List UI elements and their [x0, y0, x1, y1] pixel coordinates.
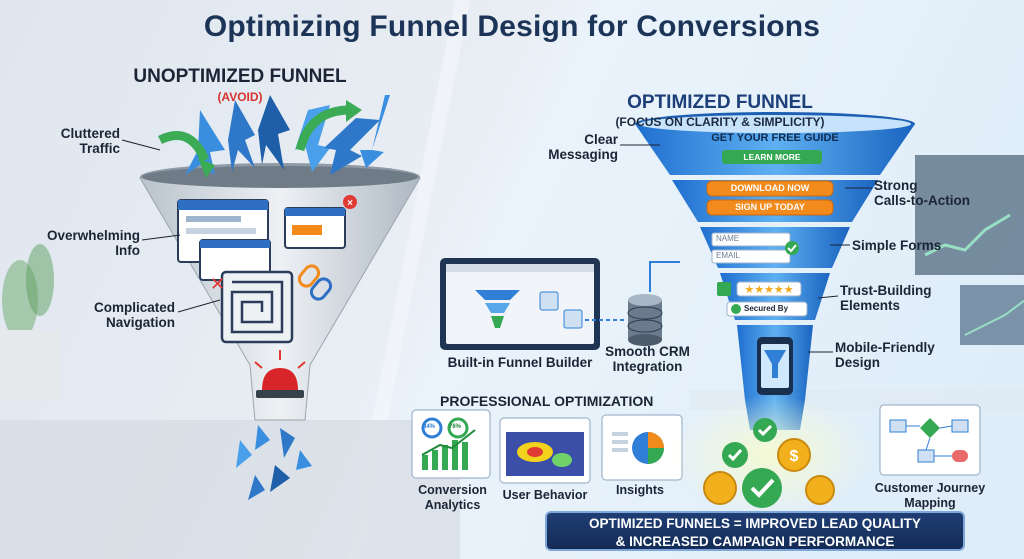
journey-map-card — [879, 404, 981, 476]
secured-badge: Secured By — [744, 304, 789, 313]
svg-text:×: × — [347, 198, 353, 209]
error-x-icon: ✕ — [210, 274, 225, 294]
download-now-button: DOWNLOAD NOW — [730, 183, 810, 193]
label-overwhelming-info: Overwhelming Info — [46, 228, 140, 258]
label-conversion-analytics: Conversion Analytics — [418, 483, 487, 512]
database-icon — [627, 294, 663, 346]
maze-icon — [220, 270, 294, 344]
label-funnel-builder: Built-in Funnel Builder — [447, 355, 593, 370]
desk — [0, 420, 460, 559]
stat-1: 84% — [423, 424, 436, 430]
summary-banner: OPTIMIZED FUNNELS = IMPROVED LEAD QUALIT… — [545, 511, 965, 551]
email-field: EMAIL — [716, 251, 741, 260]
sign-up-button: SIGN UP TODAY — [735, 202, 805, 212]
funnel-builder-window — [440, 258, 600, 350]
broken-shards-icon — [236, 425, 312, 500]
form-check-icon — [785, 241, 799, 255]
label-user-behavior: User Behavior — [502, 488, 588, 502]
label-trust-building: Trust-Building Elements — [840, 283, 932, 313]
monitor-decoration — [915, 155, 1024, 345]
connector-arrow — [649, 261, 680, 292]
signup-pill — [706, 199, 834, 216]
chaotic-arrows-icon — [157, 95, 390, 178]
analytics-card — [411, 409, 491, 479]
free-guide-text: GET YOUR FREE GUIDE — [711, 132, 839, 144]
lock-icon — [717, 282, 731, 296]
label-simple-forms: Simple Forms — [852, 238, 942, 253]
unoptimized-funnel: × ✕ — [139, 95, 421, 500]
page-title: Optimizing Funnel Design for Conversions — [203, 10, 821, 43]
label-crm-integration: Smooth CRM Integration — [605, 344, 690, 374]
label-insights: Insights — [616, 483, 664, 497]
heatmap-card — [499, 417, 591, 484]
avoid-subheading: (AVOID) — [217, 90, 263, 104]
professional-optimization-heading: PROFESSIONAL OPTIMIZATION — [440, 393, 654, 409]
alarm-light-icon — [254, 350, 306, 398]
download-pill — [706, 180, 834, 197]
star-rating-icon: ★★★★★ — [744, 284, 793, 296]
broken-link-icon — [297, 264, 333, 301]
learn-more-button: LEARN MORE — [743, 152, 801, 162]
label-mobile-friendly: Mobile-Friendly Design — [835, 340, 935, 370]
phone-icon — [757, 337, 793, 395]
coins-checks-icon: $ — [703, 418, 835, 508]
label-strong-cta: Strong Calls-to-Action — [874, 178, 970, 208]
label-cluttered-traffic: Cluttered Traffic — [60, 126, 120, 156]
optimized-subheading: (FOCUS ON CLARITY & SIMPLICITY) — [615, 115, 825, 129]
label-clear-messaging: Clear Messaging — [548, 132, 618, 162]
insights-card — [601, 414, 683, 481]
plant-decoration — [0, 244, 60, 400]
stat-2: 76% — [449, 424, 462, 430]
optimized-heading: OPTIMIZED FUNNEL — [627, 92, 813, 113]
shield-check-icon — [731, 304, 741, 314]
svg-text:$: $ — [790, 448, 799, 465]
name-field: NAME — [716, 234, 740, 243]
label-customer-journey: Customer Journey Mapping — [874, 481, 986, 510]
label-complicated-navigation: Complicated Navigation — [93, 300, 175, 330]
divider — [345, 0, 470, 559]
unoptimized-heading: UNOPTIMIZED FUNNEL — [133, 66, 347, 87]
learn-pill — [722, 150, 822, 164]
pointer-lines — [121, 139, 872, 353]
cluttered-windows-icon: × — [177, 195, 357, 281]
